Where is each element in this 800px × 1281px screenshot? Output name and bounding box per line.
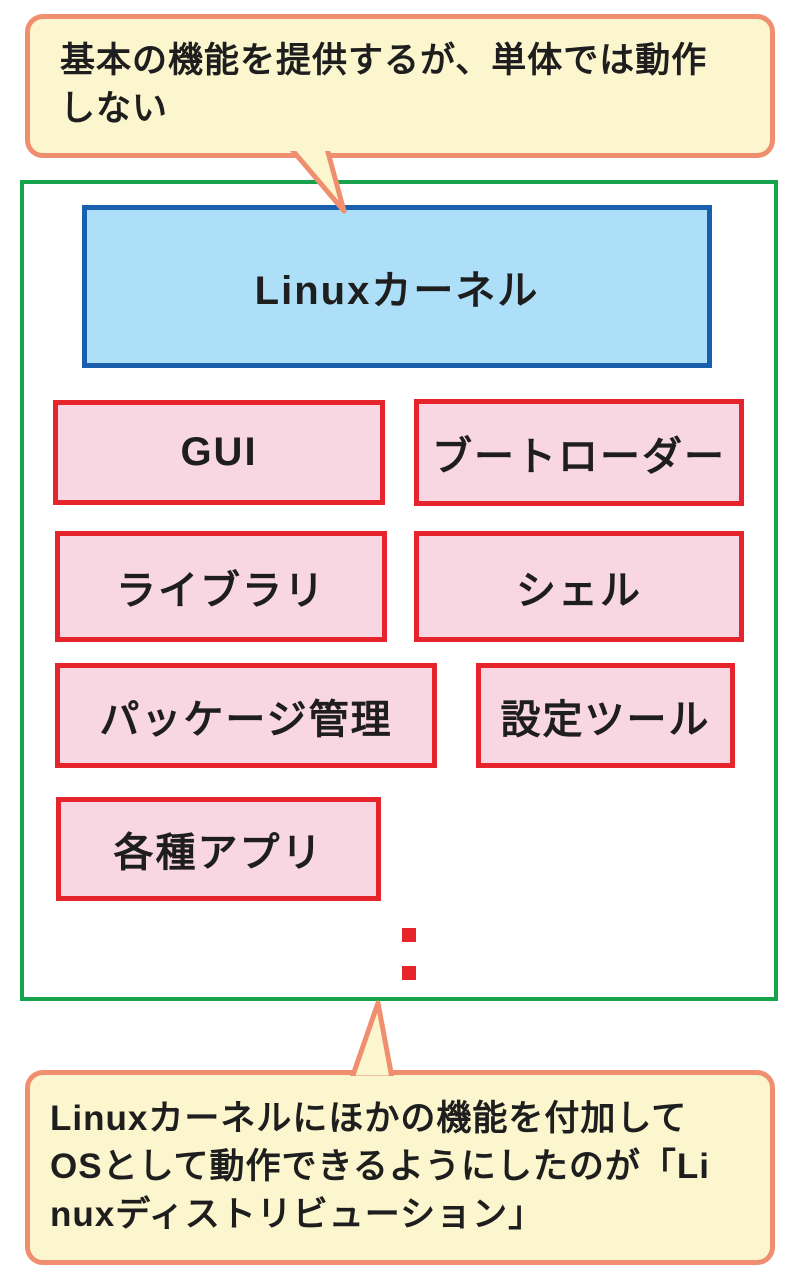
top-callout-line-1: 基本の機能を提供するが、単体では動作 — [60, 41, 708, 80]
component-label-gui: GUI — [180, 430, 258, 474]
distribution-frame — [20, 180, 778, 1001]
bottom-callout-tail — [349, 1000, 395, 1081]
bottom-callout-line-2: OSとして動作できるようにしたのが「Li — [50, 1147, 710, 1186]
component-box-various-apps: 各種アプリ — [56, 797, 381, 901]
bottom-callout-bubble: Linuxカーネルにほかの機能を付加して OSとして動作できるようにしたのが「L… — [25, 1070, 775, 1265]
component-box-package-management: パッケージ管理 — [55, 663, 437, 768]
component-label-shell: シェル — [516, 568, 642, 613]
component-label-package-management: パッケージ管理 — [99, 697, 393, 742]
bottom-callout-line-3: nuxディストリビューション」 — [50, 1195, 545, 1234]
component-label-config-tools: 設定ツール — [500, 697, 711, 742]
component-box-library: ライブラリ — [55, 531, 387, 642]
component-label-various-apps: 各種アプリ — [113, 831, 324, 875]
component-box-config-tools: 設定ツール — [476, 663, 735, 768]
component-box-shell: シェル — [414, 531, 744, 642]
kernel-box: Linuxカーネル — [82, 205, 712, 368]
ellipsis-dot — [402, 928, 416, 942]
kernel-box-label: Linuxカーネル — [254, 268, 540, 313]
ellipsis-dot — [402, 966, 416, 980]
top-callout-text: 基本の機能を提供するが、単体では動作 しない — [30, 19, 770, 133]
bottom-callout-line-1: Linuxカーネルにほかの機能を付加して — [50, 1099, 688, 1138]
component-box-bootloader: ブートローダー — [414, 399, 744, 506]
continuation-ellipsis — [402, 928, 416, 980]
top-callout-line-2: しない — [60, 89, 169, 128]
top-callout-bubble: 基本の機能を提供するが、単体では動作 しない — [25, 14, 775, 158]
component-label-bootloader: ブートローダー — [432, 434, 726, 479]
component-label-library: ライブラリ — [116, 568, 326, 613]
bottom-callout-text: Linuxカーネルにほかの機能を付加して OSとして動作できるようにしたのが「L… — [30, 1075, 770, 1239]
component-box-gui: GUI — [53, 400, 385, 505]
